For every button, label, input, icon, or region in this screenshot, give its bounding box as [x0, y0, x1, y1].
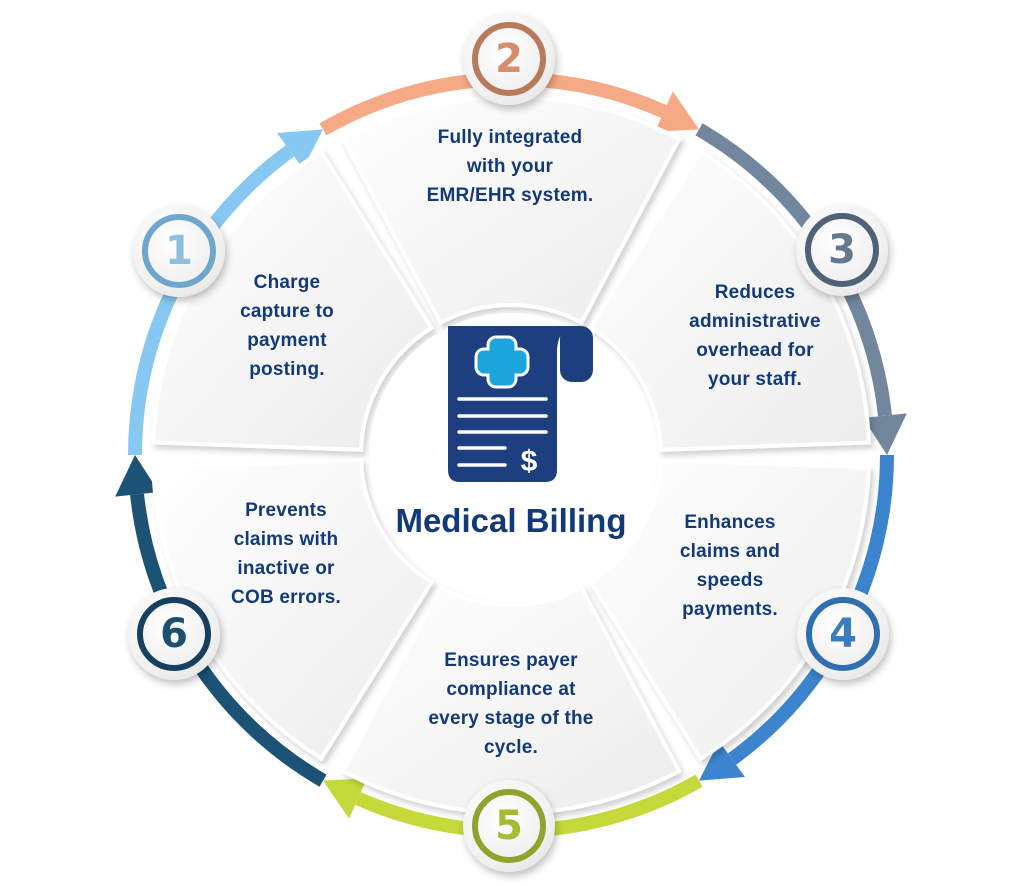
step-3-arrowhead-icon [863, 413, 907, 455]
step-2-number: 2 [495, 36, 523, 82]
step-1-ring [142, 214, 216, 288]
step-1-badge: 1 [133, 205, 225, 297]
center-title: Medical Billing [395, 502, 627, 539]
step-3-badge: 3 [796, 204, 888, 296]
step-5-segment [340, 584, 682, 815]
step-1-text: Charge capture to payment posting. [240, 272, 334, 380]
step-4-number: 4 [829, 611, 857, 657]
step-2-text: Fully integrated with your EMR/EHR syste… [426, 127, 594, 206]
step-5-number: 5 [495, 803, 523, 849]
step-3-number: 3 [828, 227, 856, 273]
step-5-text: Ensures payer compliance at every stage … [428, 650, 594, 758]
step-5-ring [472, 789, 546, 863]
step-5-arrowhead-icon [323, 778, 368, 819]
step-1-number: 1 [165, 228, 193, 274]
step-6-number: 6 [160, 611, 188, 657]
medical-bill-icon: $ [448, 326, 593, 482]
step-2-arrowhead-icon [654, 91, 699, 132]
step-3-text: Reduces administrative overhead for your… [689, 282, 821, 390]
step-4-arrowhead-icon [699, 741, 745, 781]
step-4-badge: 4 [797, 588, 889, 680]
step-4-text: Enhances claims and speeds payments. [679, 512, 781, 620]
step-2-ring [472, 22, 546, 96]
step-1-arrowhead-icon [277, 129, 323, 169]
step-6-badge: 6 [128, 588, 220, 680]
step-6-arrowhead-icon [115, 455, 159, 497]
step-2-segment [340, 95, 682, 326]
step-5-badge: 5 [463, 780, 555, 872]
step-6-text: Prevents claims with inactive or COB err… [231, 500, 341, 608]
step-6-segment [151, 458, 435, 762]
dollar-icon: $ [521, 445, 538, 478]
step-4-ring [806, 597, 880, 671]
step-1-segment [151, 148, 435, 452]
step-6-ring [137, 597, 211, 671]
medical-cross-icon [474, 335, 530, 389]
step-3-ring [805, 213, 879, 287]
cycle-segments [151, 95, 871, 815]
step-2-badge: 2 [463, 13, 555, 105]
step-3-segment [587, 148, 871, 452]
step-4-segment [587, 458, 871, 762]
